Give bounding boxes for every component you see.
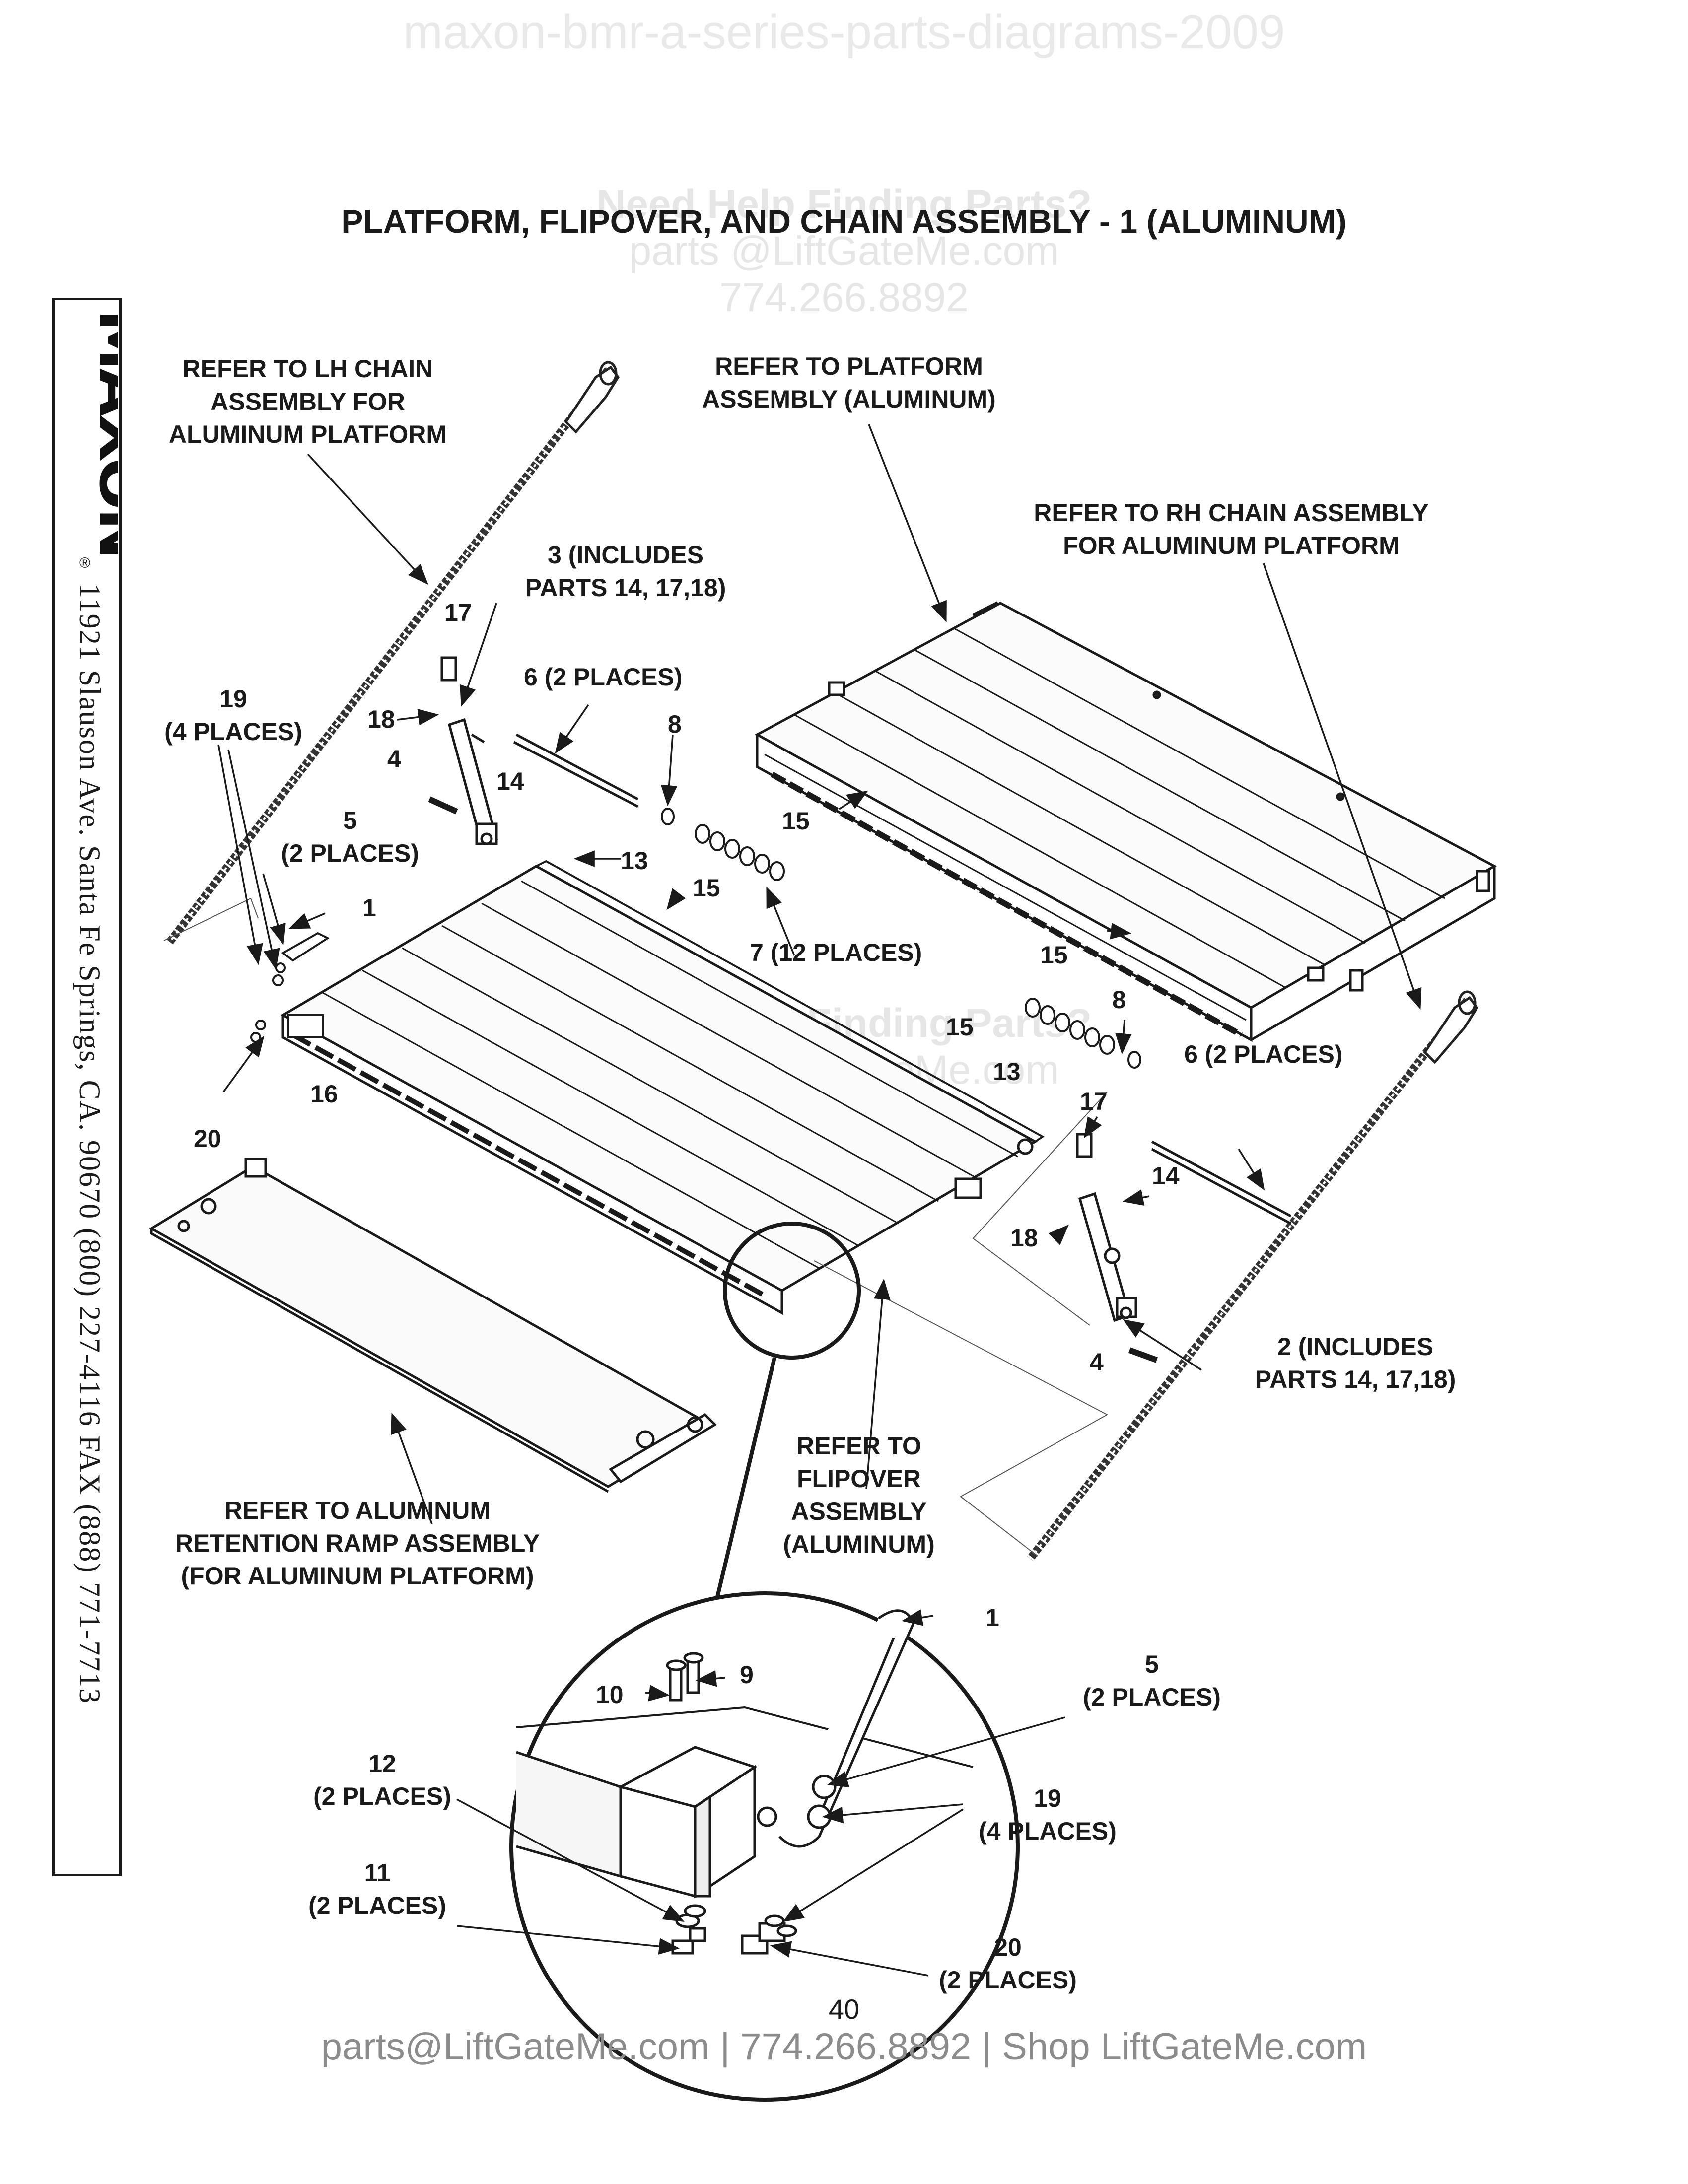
part-number-18: 18 (367, 705, 395, 733)
lower-platform (280, 860, 1045, 1315)
logo-text: MAXON (87, 309, 118, 557)
detail-leader (708, 1357, 776, 1629)
part-number-14: 14 (496, 767, 524, 795)
detail-marker-circle (723, 1222, 861, 1360)
part-number-17: 17 (444, 599, 472, 626)
left-small-parts (250, 932, 330, 1043)
part-number-8: 8 (1112, 986, 1126, 1014)
detail-part-number-1: 1 (985, 1604, 999, 1632)
footer-contact: parts@LiftGateMe.com | 774.266.8892 | Sh… (321, 2026, 1367, 2068)
platform-assembly (754, 601, 1497, 1042)
part-number-17: 17 (1080, 1088, 1108, 1115)
rh-chain (1027, 990, 1479, 1561)
callout-part19: 19(4 PLACES) (164, 685, 302, 746)
part-number-8: 8 (668, 710, 682, 738)
watermark-top: maxon-bmr-a-series-parts-diagrams-2009 (403, 5, 1285, 59)
washers-upper (661, 808, 785, 881)
callout-part7: 7 (12 PLACES) (750, 939, 922, 966)
part-number-4: 4 (387, 745, 401, 773)
right-arm-assembly (1076, 1133, 1158, 1363)
left-arm-assembly (428, 656, 498, 846)
callout-part5: 5(2 PLACES) (281, 807, 419, 867)
callout-part6a: 6 (2 PLACES) (524, 663, 683, 691)
registered-mark: ® (79, 555, 91, 571)
brand-sidebar (52, 298, 122, 1876)
part-number-15: 15 (693, 874, 720, 902)
watermark-heading: Need Help Finding Parts? (596, 182, 1092, 227)
detail-part-number-10: 10 (596, 1681, 624, 1708)
retention-ramp (149, 1158, 717, 1493)
part-number-13: 13 (993, 1058, 1021, 1086)
detail-contents (516, 1609, 974, 1955)
watermark-phone: 774.266.8892 (719, 275, 969, 320)
washers-lower (1025, 998, 1141, 1069)
part-number-15: 15 (1040, 941, 1068, 969)
watermark-block-top: Need Help Finding Parts? parts @LiftGate… (0, 181, 1688, 321)
callout-detail-part12: 12(2 PLACES) (313, 1750, 451, 1810)
detail-view-circle (509, 1591, 1020, 2102)
part-number-13: 13 (621, 847, 648, 875)
page-title: PLATFORM, FLIPOVER, AND CHAIN ASSEMBLY -… (341, 203, 1347, 240)
lh-chain (165, 361, 620, 946)
part-number-1: 1 (362, 894, 376, 922)
detail-part-number-9: 9 (740, 1661, 754, 1689)
maxon-logo: MAXON (87, 309, 118, 557)
part-number-15: 15 (946, 1013, 974, 1041)
part-number-14: 14 (1152, 1162, 1180, 1190)
part-number-18: 18 (1010, 1224, 1038, 1252)
part-number-4: 4 (1090, 1348, 1104, 1376)
rods (513, 733, 1292, 1225)
callout-detail-part20: 20(2 PLACES) (939, 1933, 1077, 1994)
part-number-15: 15 (782, 807, 810, 835)
callout-part6b: 6 (2 PLACES) (1184, 1040, 1343, 1068)
callout-detail-part19: 19(4 PLACES) (979, 1784, 1117, 1845)
page-number: 40 (828, 1993, 860, 2025)
part-number-20: 20 (194, 1125, 221, 1153)
assembly-lines (163, 897, 1109, 1557)
watermark-email: parts @LiftGateMe.com (629, 228, 1059, 273)
part-number-16: 16 (310, 1080, 338, 1108)
callout-detail-part5: 5(2 PLACES) (1083, 1650, 1221, 1711)
leader-arrows (217, 424, 1422, 1977)
callout-detail-part11: 11(2 PLACES) (308, 1859, 446, 1919)
